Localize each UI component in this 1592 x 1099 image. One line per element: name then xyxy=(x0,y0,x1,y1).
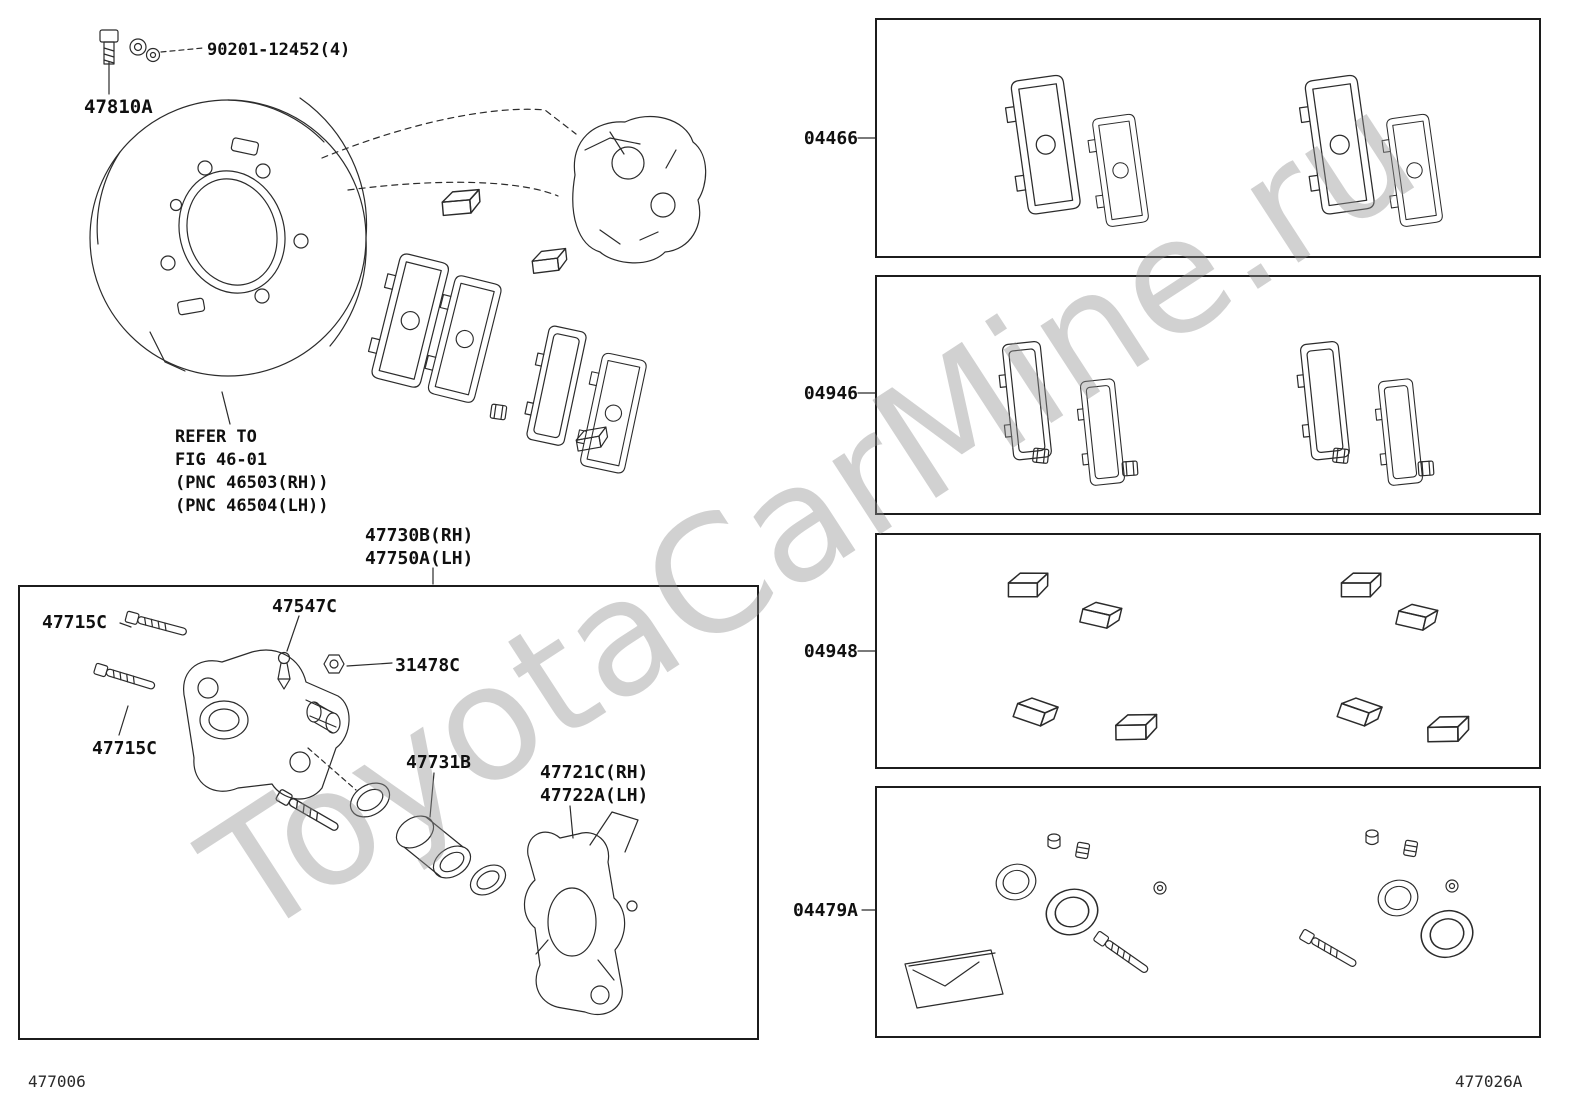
caliper-housing-drawing xyxy=(523,811,639,1016)
caliper-detail-box xyxy=(18,585,759,1040)
part-label-47750a-lh: 47750A(LH) xyxy=(365,548,474,569)
dust-cover-drawing xyxy=(89,97,368,377)
kit-label-04479a: 04479A xyxy=(792,900,858,921)
pad-kit-box xyxy=(875,18,1541,258)
piston-seals-drawing xyxy=(349,782,507,896)
part-label-90201-12452: 90201-12452(4) xyxy=(207,40,351,60)
refer-note-line3: (PNC 46503(RH)) xyxy=(175,473,329,493)
rear-pads-drawing xyxy=(362,186,648,475)
part-label-47715c-lower: 47715C xyxy=(92,738,158,759)
kit-label-04946: 04946 xyxy=(803,383,858,404)
mounting-bolt-drawing xyxy=(99,29,161,65)
kit-label-04948: 04948 xyxy=(803,641,858,662)
refer-note-line1: REFER TO xyxy=(175,427,257,447)
part-label-47730b-rh: 47730B(RH) xyxy=(365,525,474,546)
leader-lines xyxy=(108,47,876,911)
cap-drawing xyxy=(323,654,345,674)
shim-kit-box xyxy=(875,275,1541,515)
part-label-31478c: 31478C xyxy=(395,655,461,676)
part-label-47722a-lh: 47722A(LH) xyxy=(540,785,649,806)
part-label-47731b: 47731B xyxy=(406,752,472,773)
part-label-47810a: 47810A xyxy=(84,96,153,118)
part-label-47547c: 47547C xyxy=(272,596,338,617)
seal-kit-box xyxy=(875,786,1541,1038)
caliper-assembly-drawing xyxy=(572,115,707,264)
figure-code-left: 477006 xyxy=(28,1072,86,1091)
refer-note-line4: (PNC 46504(LH)) xyxy=(175,496,329,516)
bushing-drawing xyxy=(306,701,341,734)
part-label-47721c-rh: 47721C(RH) xyxy=(540,762,649,783)
seal-kit-drawing xyxy=(904,829,1480,1009)
caliper-bracket-drawing xyxy=(183,649,350,800)
refer-note: REFER TO FIG 46-01 (PNC 46503(RH)) (PNC … xyxy=(175,426,329,518)
part-label-47715c-upper: 47715C xyxy=(42,612,108,633)
figure-code-right: 477026A xyxy=(1455,1072,1523,1091)
fitting-kit-box xyxy=(875,533,1541,769)
bleeder-screw-drawing xyxy=(277,651,291,690)
refer-note-line2: FIG 46-01 xyxy=(175,450,268,470)
kit-label-04466: 04466 xyxy=(803,128,858,149)
